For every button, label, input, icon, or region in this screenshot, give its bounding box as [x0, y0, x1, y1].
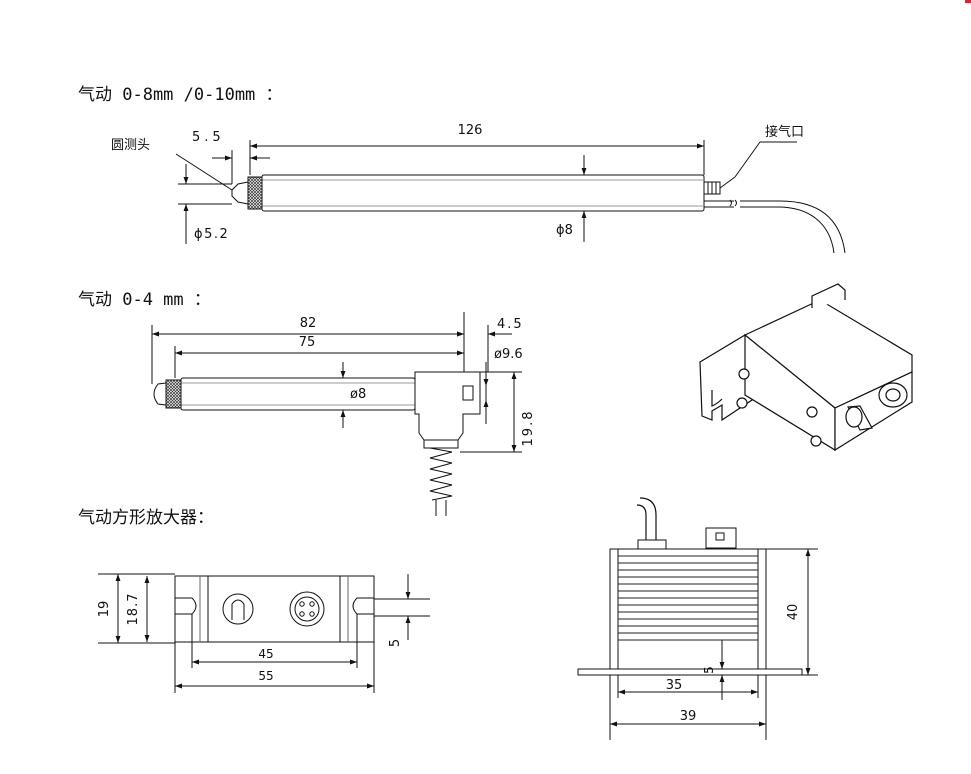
probe2-dim-height: 19.8 [521, 410, 536, 447]
amp-side-dim-height: 40 [786, 604, 801, 621]
probe2-dim-total: 82 [300, 316, 317, 331]
probe1-dim-tip-dia: ϕ5.2 [194, 227, 229, 242]
probe1-cable [740, 200, 846, 254]
amp-front-air-port [222, 593, 254, 625]
probe1-air-inlet-label: 接气口 [765, 124, 804, 140]
probe1-dim-tip: 5.5 [192, 130, 225, 145]
probe-0-8mm-drawing [175, 140, 846, 254]
probe2-dim-body: 75 [299, 335, 316, 350]
probe1-ball-head [231, 181, 249, 205]
amp-front-left-slot [175, 597, 197, 615]
corner-mark [965, 0, 971, 3]
amp3d-rear-flange [811, 283, 846, 308]
amp-side-connector [705, 527, 737, 549]
amp-front-dim-hole-span: 45 [258, 647, 273, 661]
probe2-dim-port-dia: ø9.6 [494, 347, 523, 362]
amp-front-outer [174, 575, 375, 643]
amp-front-right-slot [352, 597, 374, 615]
amplifier-front-view [98, 573, 430, 693]
probe1-head-label: 圆测头 [111, 138, 150, 153]
amp-side-air-fitting [637, 539, 667, 550]
section-title-probe-0-8mm: 气动 0-8mm /0-10mm ： [78, 85, 283, 105]
probe2-spring [429, 447, 453, 501]
probe2-ball-head [153, 382, 167, 406]
amp-side-dim-base: 5 [702, 666, 716, 674]
amp-side-body [609, 548, 767, 670]
amp-front-dim-outer-h: 19 [97, 601, 112, 618]
amplifier-side-view [577, 497, 818, 740]
probe2-elbow-block [414, 371, 481, 441]
probe1-dim-length: 126 [458, 123, 483, 138]
probe2-dim-body-dia: ø8 [350, 387, 366, 402]
amp-front-dim-width: 55 [258, 669, 273, 683]
probe1-dim-body-dia: ϕ8 [556, 223, 573, 238]
amp-front-dim-inner-h: 18.7 [126, 593, 141, 626]
amp-side-dim-outer-w: 39 [680, 709, 697, 724]
section-title-probe-0-4mm: 气动 0-4 mm ： [78, 290, 211, 310]
amp-front-connector [289, 591, 325, 627]
section-title-square-amplifier: 气动方形放大器： [78, 508, 214, 528]
amp-side-dim-inner-w: 35 [666, 678, 683, 693]
probe-0-4mm-drawing [151, 312, 522, 516]
amplifier-3d-view [699, 283, 913, 452]
probe2-knurled-sleeve [165, 379, 182, 409]
amp-side-base-plate [577, 668, 803, 676]
probe2-dim-offset: 4.5 [497, 317, 524, 332]
probe1-knurled-sleeve [247, 176, 263, 210]
amp-front-dim-slot: 5 [388, 639, 403, 647]
